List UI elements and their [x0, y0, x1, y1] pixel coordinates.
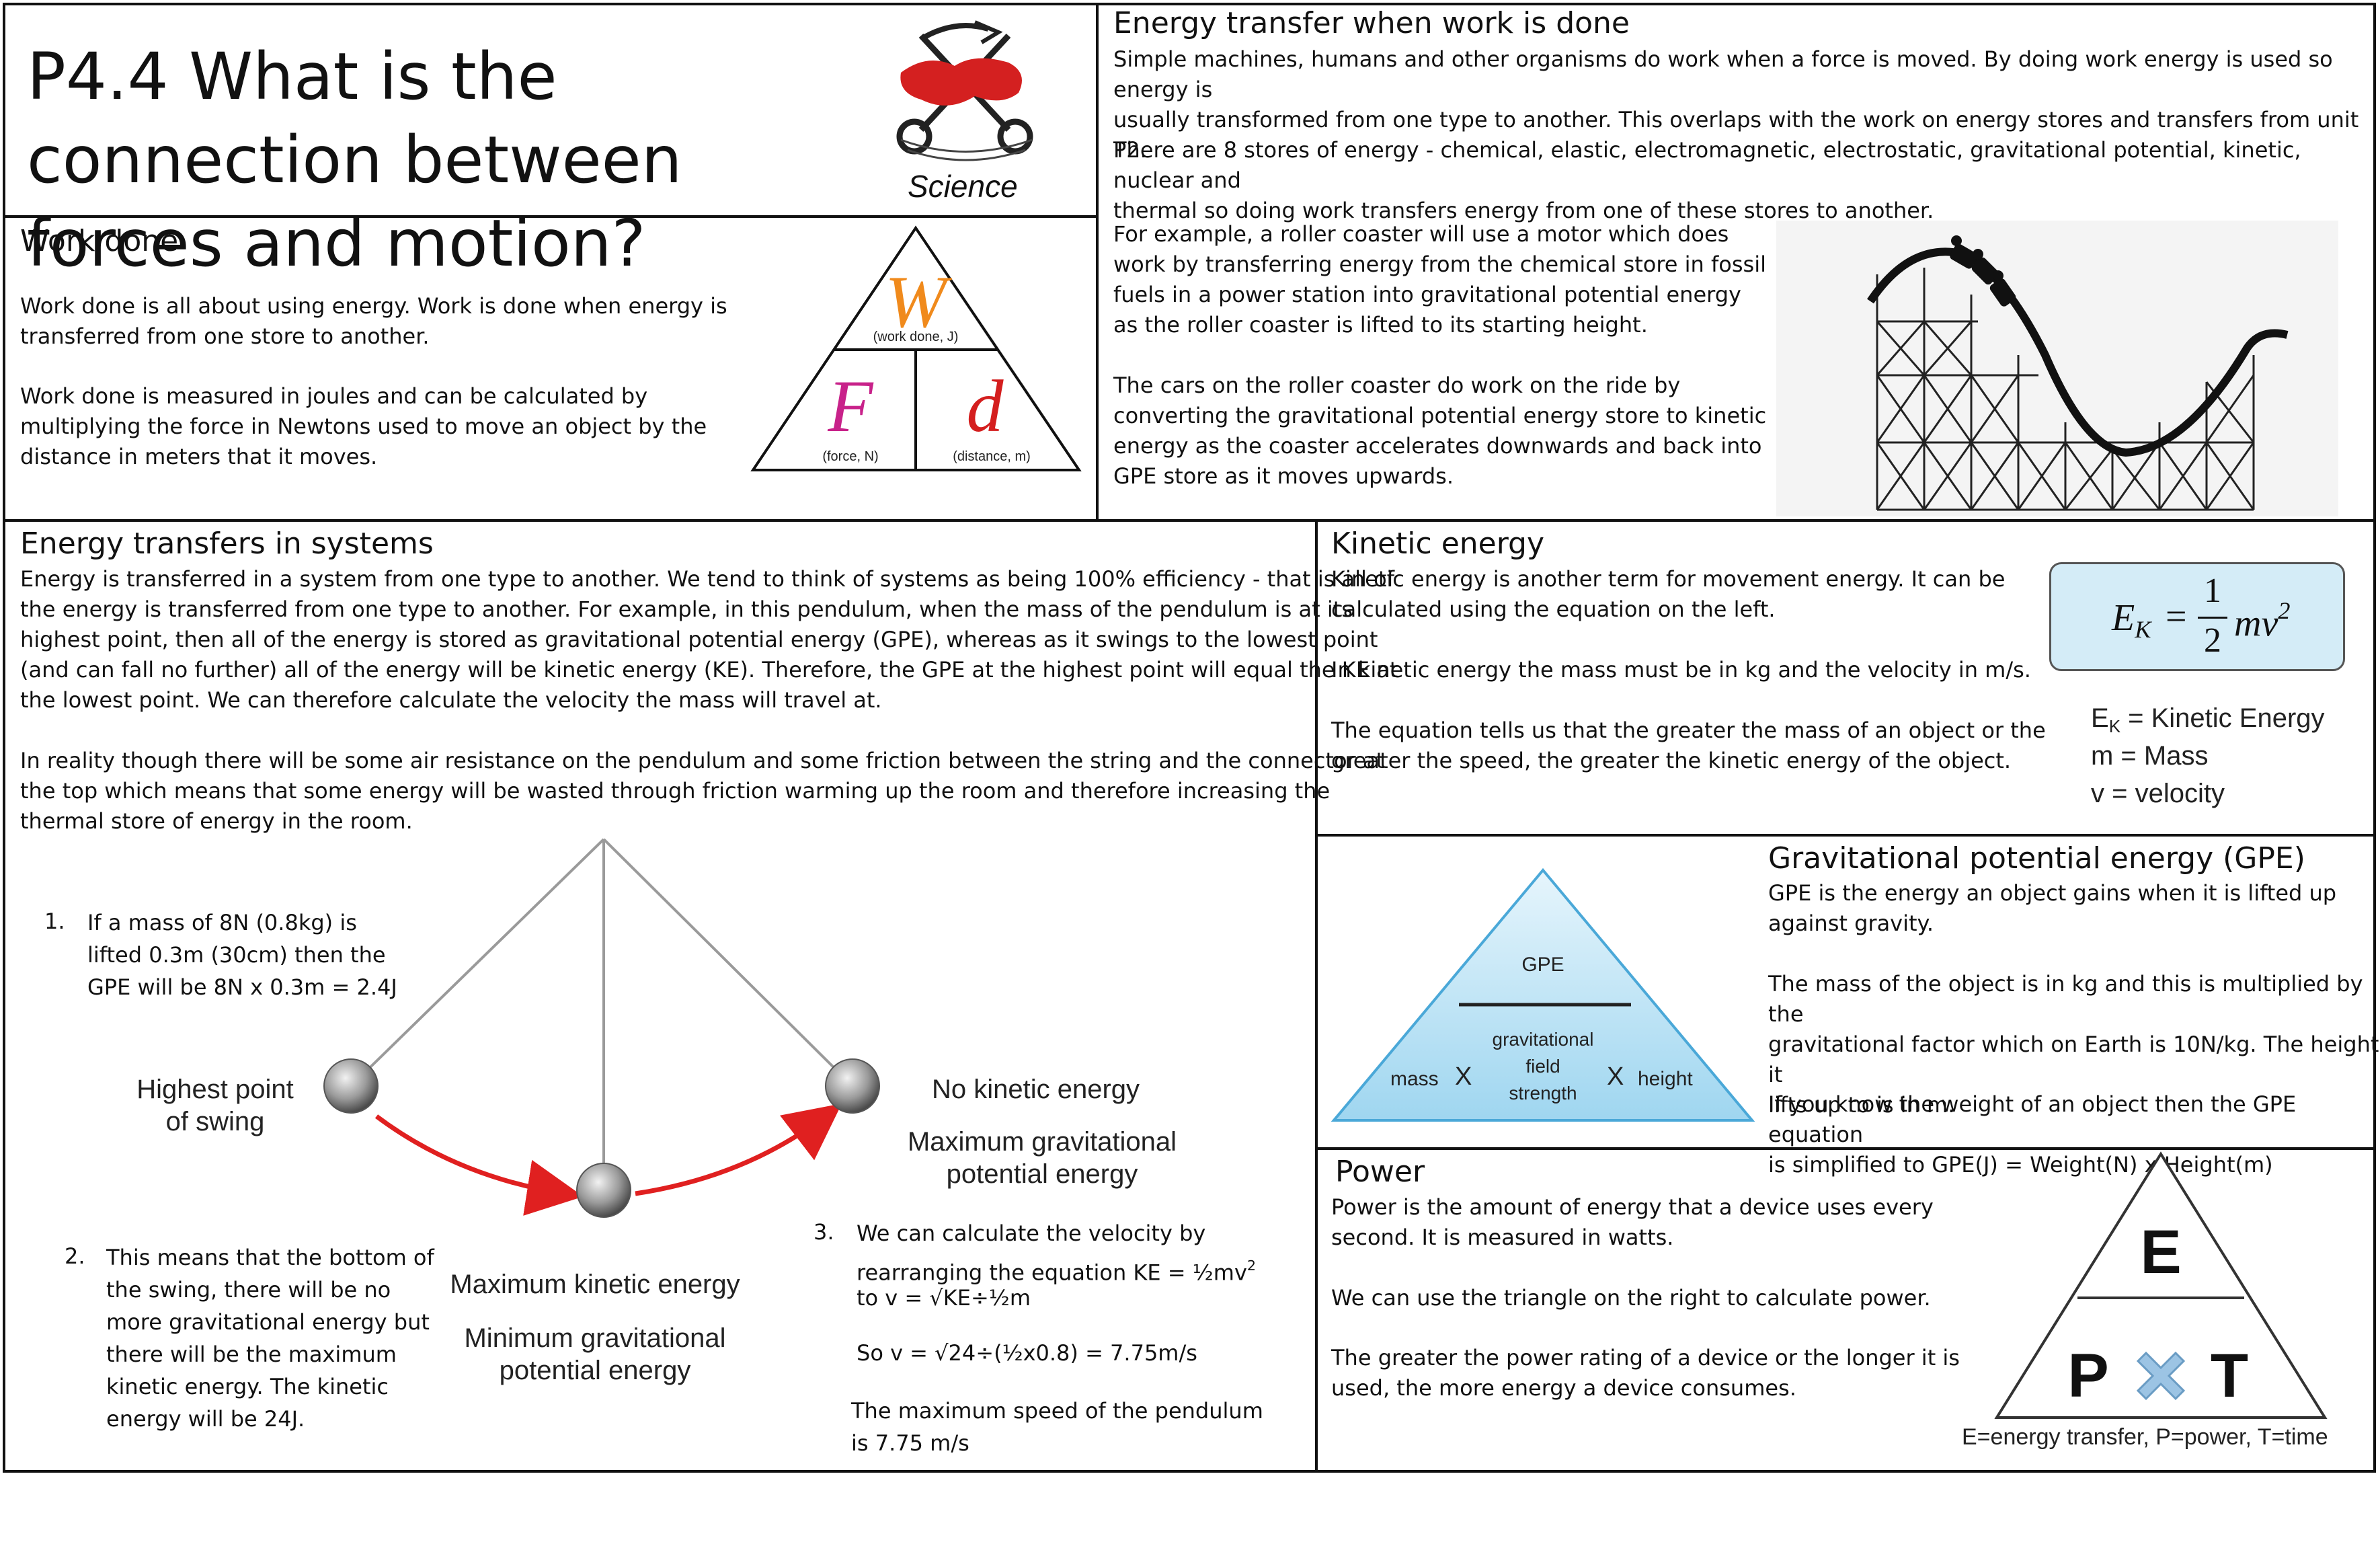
gpe-para3: If you know the weight of an object then… — [1768, 1091, 2297, 1177]
gpe-triangle: GPE mass X gravitational field strength … — [1331, 867, 1755, 1123]
energy-transfer-para1: Simple machines, humans and other organi… — [1113, 46, 2359, 163]
label-max-gpe: Maximum gravitational potential energy — [907, 1127, 1177, 1189]
divider — [1096, 3, 1099, 520]
gpe-tri-x2: X — [1607, 1062, 1624, 1091]
triangle-icon — [1994, 1151, 2328, 1419]
triangle-d-unit: (distance, m) — [953, 449, 1031, 464]
step3-line1: We can calculate the velocity by — [857, 1221, 1206, 1246]
logo-label: Science — [908, 169, 1018, 204]
step3-line2: rearranging the equation KE = ½mv2 — [857, 1257, 1257, 1286]
label-min-gpe: Minimum gravitational potential energy — [464, 1323, 726, 1385]
power-para1: Power is the amount of energy that a dev… — [1331, 1194, 1934, 1250]
power-tri-t: T — [2210, 1342, 2249, 1410]
key-v: v = velocity — [2091, 779, 2225, 808]
gpe-tri-field: gravitational field strength — [1492, 1029, 1594, 1104]
eq-fraction-bar — [2198, 617, 2227, 619]
triangle-icon — [1331, 867, 1755, 1122]
divider — [3, 519, 2376, 522]
triangle-f: F — [828, 365, 873, 447]
page-title: P4.4 What is the connection between forc… — [27, 39, 682, 281]
work-done-para1: Work done is all about using energy. Wor… — [20, 293, 727, 349]
key-m: m = Mass — [2091, 741, 2209, 771]
school-logo: Science — [874, 12, 1056, 207]
triangle-icon — [750, 225, 1082, 471]
triangle-f-unit: (force, N) — [822, 449, 879, 464]
power-para2: We can use the triangle on the right to … — [1331, 1285, 1931, 1311]
pendulum-diagram — [323, 838, 880, 1218]
pendulum-bob-right — [825, 1058, 880, 1114]
label-no-kinetic: No kinetic energy — [932, 1075, 1140, 1104]
divider — [1315, 834, 2376, 837]
gpe-tri-mass: mass — [1390, 1068, 1439, 1090]
power-caption: E=energy transfer, P=power, T=time — [1962, 1424, 2328, 1450]
multiply-icon — [2136, 1351, 2186, 1401]
gpe-tri-top: GPE — [1521, 954, 1564, 976]
divider — [3, 215, 1097, 218]
divider — [1315, 1147, 2376, 1150]
divider — [1315, 519, 1318, 1473]
power-tri-p: P — [2067, 1342, 2109, 1410]
roller-coaster-icon — [1867, 235, 2289, 511]
step3-line3: to v = √KE÷½m — [857, 1285, 1031, 1311]
pendulum-bob-bottom — [576, 1163, 631, 1218]
page-frame — [3, 3, 2376, 1473]
energy-transfer-para2: There are 8 stores of energy - chemical,… — [1113, 137, 2301, 223]
energy-systems-para2: In reality though there will be some air… — [20, 748, 1385, 834]
gpe-tri-height: height — [1638, 1068, 1693, 1090]
label-highest-point: Highest point of swing — [136, 1075, 294, 1136]
kinetic-para3: The equation tells us that the greater t… — [1331, 718, 2046, 773]
section-heading-energy-transfer: Energy transfer when work is done — [1113, 6, 1630, 40]
power-para3: The greater the power rating of a device… — [1331, 1345, 1960, 1401]
section-heading-kinetic: Kinetic energy — [1331, 527, 1545, 561]
eq-denominator: 2 — [2204, 621, 2221, 660]
step3-number: 3. — [814, 1219, 834, 1245]
eq-equals: = — [2166, 596, 2187, 637]
section-heading-power: Power — [1335, 1155, 1425, 1189]
work-done-para2: Work done is measured in joules and can … — [20, 383, 707, 469]
step3-calc: So v = √24÷(½x0.8) = 7.75m/s — [857, 1340, 1197, 1366]
kinetic-equation-box: EK = 1 2 mv2 — [2049, 562, 2345, 671]
kinetic-para1: Kinetic energy is another term for movem… — [1331, 566, 2006, 622]
step2-number: 2. — [65, 1243, 85, 1269]
gpe-para1: GPE is the energy an object gains when i… — [1768, 880, 2337, 936]
gpe-para2: The mass of the object is in kg and this… — [1768, 971, 2379, 1118]
eq-lhs: EK — [2112, 597, 2151, 643]
power-tri-e: E — [2140, 1218, 2182, 1286]
step2-text: This means that the bottom of the swing,… — [106, 1245, 434, 1432]
key-ek: EK = Kinetic Energy — [2091, 703, 2325, 736]
triangle-w-unit: (work done, J) — [873, 330, 959, 344]
energy-transfer-para4: The cars on the roller coaster do work o… — [1113, 373, 1767, 489]
section-heading-energy-systems: Energy transfers in systems — [20, 527, 434, 561]
roller-coaster-image — [1776, 221, 2338, 516]
step1-number: 1. — [44, 908, 65, 934]
pendulum-bob-left — [323, 1058, 379, 1114]
gpe-tri-x1: X — [1455, 1062, 1472, 1091]
work-done-triangle: W (work done, J) F (force, N) d (distanc… — [750, 225, 1082, 473]
eq-rhs: mv2 — [2234, 597, 2291, 645]
label-max-ke: Maximum kinetic energy — [450, 1270, 740, 1299]
crest-icon — [896, 20, 1033, 161]
section-heading-gpe: Gravitational potential energy (GPE) — [1768, 841, 2305, 876]
step1-text: If a mass of 8N (0.8kg) is lifted 0.3m (… — [87, 910, 397, 1000]
triangle-w: W — [885, 261, 947, 343]
triangle-d: d — [966, 365, 1004, 447]
eq-numerator: 1 — [2204, 572, 2221, 610]
energy-transfer-para3: For example, a roller coaster will use a… — [1113, 221, 1766, 338]
power-triangle: E P T — [1994, 1151, 2328, 1420]
kinetic-para2: In kinetic energy the mass must be in kg… — [1331, 657, 2031, 683]
section-heading-work-done: Work done — [20, 224, 179, 258]
energy-systems-para1: Energy is transferred in a system from o… — [20, 566, 1398, 713]
step3-result: The maximum speed of the pendulum is 7.7… — [851, 1398, 1263, 1456]
